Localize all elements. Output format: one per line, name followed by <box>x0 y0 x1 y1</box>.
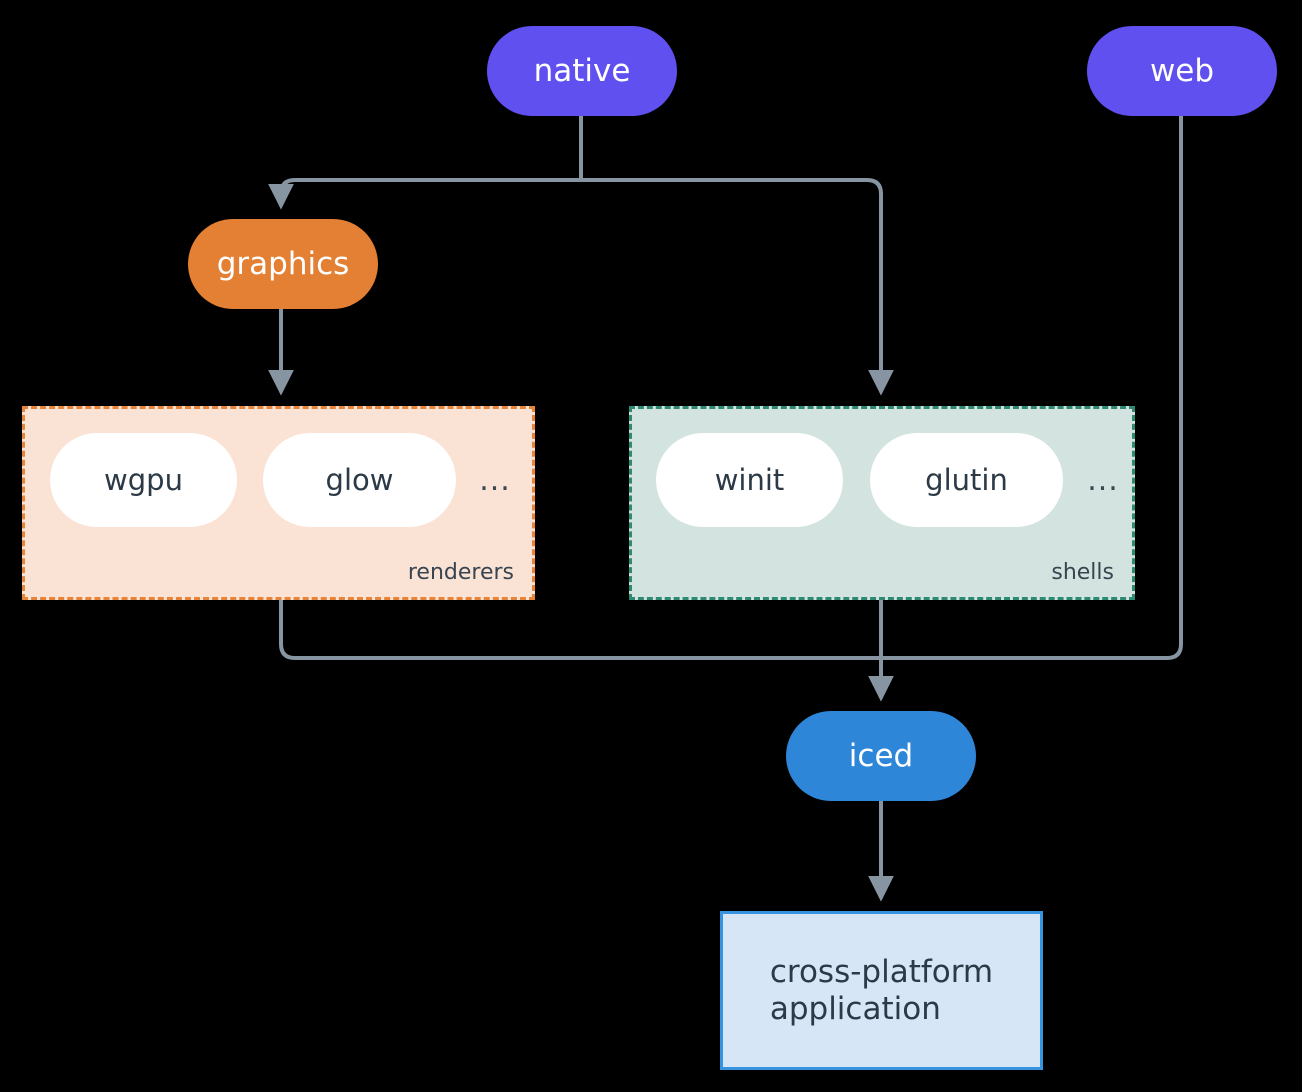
shell-item-glutin-label: glutin <box>925 463 1008 497</box>
renderer-item-glow-label: glow <box>325 463 394 497</box>
group-caption-renderers: renderers <box>407 560 514 585</box>
edge-web-to-iced <box>879 114 1183 660</box>
node-web[interactable]: web <box>1087 26 1277 116</box>
shell-item-winit-label: winit <box>714 463 785 497</box>
node-iced[interactable]: iced <box>786 711 976 801</box>
shell-item-glutin[interactable]: glutin <box>870 433 1063 527</box>
node-graphics-label: graphics <box>216 245 350 282</box>
edge-native-to-graphics <box>268 178 583 210</box>
node-application-label: cross-platform application <box>769 953 994 1027</box>
shells-overflow-label: ... <box>1087 462 1119 498</box>
node-native-label: native <box>533 52 631 89</box>
renderer-item-wgpu-label: wgpu <box>104 463 183 497</box>
edge-renderers-to-iced <box>279 598 883 660</box>
node-graphics[interactable]: graphics <box>188 219 378 309</box>
shells-overflow-ellipsis: ... <box>1078 433 1128 527</box>
renderers-overflow-label: ... <box>479 462 511 498</box>
node-iced-label: iced <box>848 737 914 774</box>
edge-native-to-shells <box>579 178 894 396</box>
shell-item-winit[interactable]: winit <box>656 433 843 527</box>
group-caption-shells: shells <box>1051 560 1114 585</box>
node-native[interactable]: native <box>487 26 677 116</box>
renderers-overflow-ellipsis: ... <box>470 433 520 527</box>
renderer-item-glow[interactable]: glow <box>263 433 456 527</box>
node-web-label: web <box>1149 52 1215 89</box>
node-application[interactable]: cross-platform application <box>720 911 1043 1070</box>
renderer-item-wgpu[interactable]: wgpu <box>50 433 237 527</box>
